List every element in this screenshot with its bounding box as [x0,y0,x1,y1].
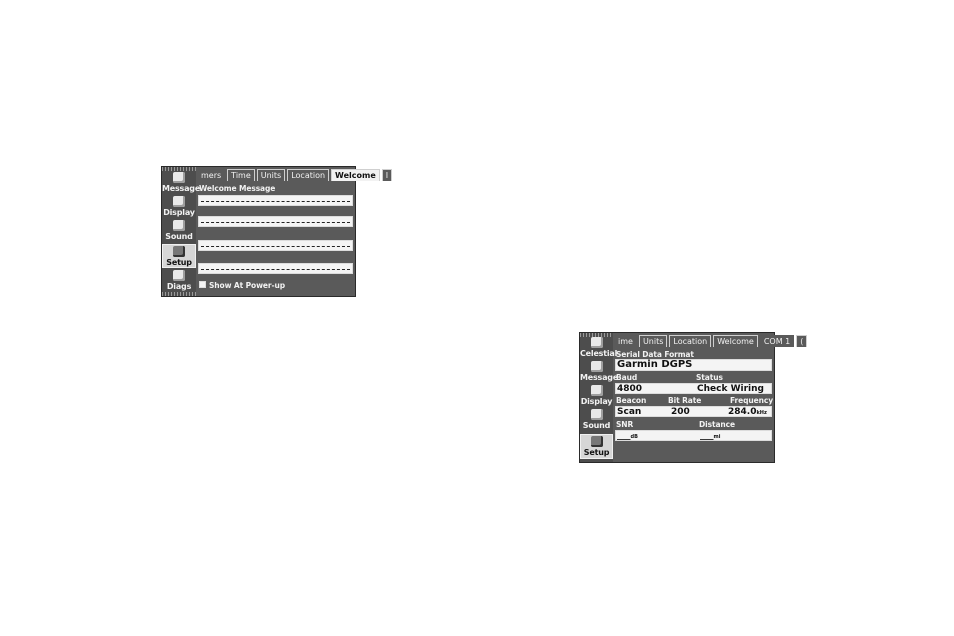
line-4-placeholder [201,269,350,270]
frequency-label: Frequency [730,396,773,405]
distance-unit: mi [713,434,721,440]
sidebar-item-sound[interactable]: Sound [580,409,613,431]
sidebar-item-display[interactable]: Display [162,196,196,218]
tab-units[interactable]: Units [256,169,286,181]
line-2-placeholder [201,222,350,223]
tab-time[interactable]: ime [614,335,637,347]
sidebar-top-border [580,333,613,337]
sidebar-item-message[interactable]: Message [580,361,618,383]
tab-welcome[interactable]: Welcome [331,169,380,181]
setup-icon [590,436,603,447]
sidebar-top-border [162,167,196,171]
bit-rate-label: Bit Rate [668,396,702,405]
sidebar-item-celestial[interactable]: Celestial [580,337,617,359]
frequency-field[interactable]: 284.0kHz [728,407,767,418]
sidebar-item-label: Celestial [580,349,618,358]
distance-label: Distance [699,420,735,429]
line-3-placeholder [201,246,350,247]
sidebar-item-label: Setup [166,258,192,267]
serial-data-format-label: Serial Data Format [616,350,694,359]
snr-value: ___dB [617,431,638,442]
sidebar-item-message[interactable]: Message [162,172,200,194]
welcome-content: Welcome Message Show At Power-up [197,183,355,296]
frequency-value: 284.0 [728,407,757,417]
sidebar-bottom-border [162,292,196,296]
serial-data-format-field[interactable]: Garmin DGPS [615,359,772,371]
status-label: Status [696,373,723,382]
distance-value: ___mi [700,431,720,442]
line-1-placeholder [201,201,350,202]
sidebar-item-label: Diags [166,282,192,291]
tab-location[interactable]: Location [287,169,330,181]
tab-timers[interactable]: mers [197,169,226,181]
tab-location[interactable]: Location [669,335,712,347]
sidebar-item-display[interactable]: Display [580,385,613,407]
baud-field[interactable]: 4800 [617,384,643,394]
tab-more[interactable]: I [381,169,393,181]
beacon-label: Beacon [616,396,647,405]
beacon-field[interactable]: Scan [617,407,642,417]
snr-number: ___ [617,431,631,441]
frequency-unit: kHz [756,410,767,416]
snr-distance-row: ___dB ___mi [615,430,772,441]
sidebar-item-label: Setup [583,448,610,457]
baud-status-row: 4800 Check Wiring [615,383,772,394]
diags-icon [173,270,185,281]
sidebar: Celestial Message Display Sound Setup [580,333,618,462]
tab-time[interactable]: Time [227,169,255,181]
sidebar-item-sound[interactable]: Sound [162,220,196,242]
sidebar-item-diags[interactable]: Diags [162,270,196,292]
com1-content: Serial Data Format Garmin DGPS Baud Stat… [614,349,774,462]
status-value: Check Wiring [697,384,764,394]
display-icon [590,385,603,396]
tab-bar: mers Time Units Location Welcome I [197,169,393,181]
sidebar-item-label: Sound [165,232,193,241]
tab-bar: ime Units Location Welcome COM 1 ( [614,335,808,347]
setup-welcome-screen: Message Display Sound Setup Diags mers T… [161,166,393,297]
welcome-line-2[interactable] [198,216,353,227]
sidebar-item-label: Display [163,208,195,217]
welcome-line-1[interactable] [198,195,353,206]
distance-number: ___ [700,431,714,441]
sidebar-item-label: Message [162,184,201,193]
tab-units[interactable]: Units [638,335,668,347]
sidebar-item-label: Sound [582,421,611,430]
welcome-message-title: Welcome Message [199,184,276,193]
tab-com1[interactable]: COM 1 [759,335,795,347]
setup-icon [173,246,185,257]
setup-com1-screen: Celestial Message Display Sound Setup im… [579,332,808,463]
tab-welcome[interactable]: Welcome [713,335,758,347]
welcome-line-3[interactable] [198,240,353,251]
bit-rate-field[interactable]: 200 [671,407,690,417]
sound-icon [173,220,185,231]
sidebar-item-label: Message [580,373,619,382]
message-icon [590,361,603,372]
sidebar-item-label: Display [580,397,613,406]
tab-more[interactable]: ( [796,335,808,347]
baud-label: Baud [616,373,638,382]
show-at-power-up-label: Show At Power-up [209,281,286,290]
sidebar-item-setup[interactable]: Setup [580,434,613,459]
snr-unit: dB [630,434,638,440]
sound-icon [590,409,603,420]
display-icon [173,196,185,207]
message-icon [173,172,185,183]
sidebar: Message Display Sound Setup Diags [162,167,200,296]
beacon-row: Scan 200 284.0kHz [615,406,772,417]
show-at-power-up-checkbox[interactable] [199,281,206,288]
celestial-icon [590,337,603,348]
snr-label: SNR [616,420,634,429]
sidebar-item-setup[interactable]: Setup [162,244,196,268]
welcome-line-4[interactable] [198,263,353,274]
